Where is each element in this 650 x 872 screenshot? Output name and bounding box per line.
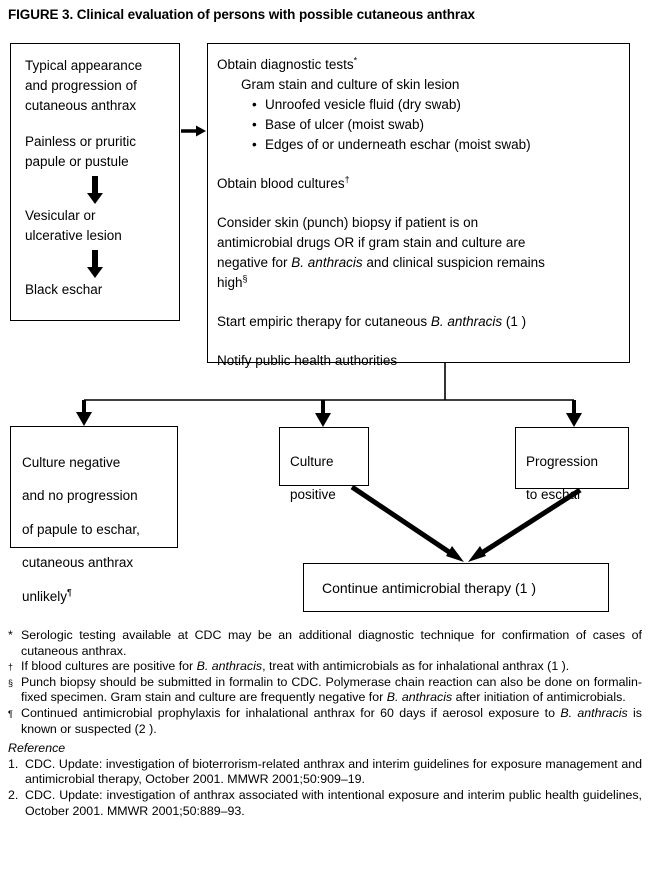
footnote-marker-pilcrow: ¶ bbox=[8, 708, 13, 719]
footnote-marker-asterisk: * bbox=[353, 55, 358, 66]
diagnostics-heading-text: Obtain diagnostic tests bbox=[217, 57, 354, 72]
progression-eschar-line-1: Progression bbox=[526, 453, 599, 469]
diagnostics-bullet-list: Unroofed vesicle fluid (dry swab) Base o… bbox=[217, 95, 620, 155]
continue-reference: (1 ) bbox=[515, 580, 536, 596]
empiric-prefix: Start empiric therapy for cutaneous bbox=[217, 314, 431, 329]
diagnostics-biopsy-line-4: high§ bbox=[217, 273, 620, 293]
diagnostics-subheading: Gram stain and culture of skin lesion bbox=[241, 77, 460, 92]
down-arrow-icon bbox=[25, 172, 165, 206]
diagnostics-notify: Notify public health authorities bbox=[217, 353, 398, 368]
footnote-pilcrow: ¶ Continued antimicrobial prophylaxis fo… bbox=[8, 706, 642, 737]
footnote-marker-pilcrow: ¶ bbox=[67, 587, 72, 597]
progression-line-1: Typical appearance bbox=[25, 58, 143, 73]
empiric-reference: (1 ) bbox=[502, 314, 527, 329]
culture-negative-line-1: Culture negative bbox=[22, 454, 121, 470]
footnote-asterisk: * Serologic testing available at CDC may… bbox=[8, 628, 642, 659]
footnote-text-suffix: is known or suspected (2 ). bbox=[21, 705, 642, 736]
reference-text: CDC. Update: investigation of anthrax as… bbox=[25, 787, 642, 818]
reference-number: 2. bbox=[8, 787, 19, 802]
footnote-text-prefix: If blood cultures are positive for bbox=[21, 659, 197, 674]
culture-negative-line-5: unlikely¶ bbox=[22, 587, 166, 607]
reference-number: 1. bbox=[8, 756, 19, 771]
progression-eschar-line-2: to eschar bbox=[526, 487, 582, 502]
reference-item: 2. CDC. Update: investigation of anthrax… bbox=[8, 788, 642, 819]
biopsy-line3-suffix: and clinical suspicion remains bbox=[362, 255, 545, 270]
footnote-text-prefix: Punch biopsy should be submitted in form… bbox=[21, 674, 642, 705]
biopsy-line3-species: B. anthracis bbox=[291, 255, 363, 270]
box-typical-appearance: Typical appearance and progression of cu… bbox=[10, 43, 180, 321]
diagnostics-heading: Obtain diagnostic tests* bbox=[217, 55, 620, 75]
diagnostics-empiric-therapy: Start empiric therapy for cutaneous B. a… bbox=[217, 312, 620, 332]
biopsy-line3-prefix: negative for bbox=[217, 255, 292, 270]
progression-stage2-line-1: Vesicular or bbox=[25, 208, 96, 223]
footnote-species: B. anthracis bbox=[196, 659, 263, 674]
progression-line-3: cutaneous anthrax bbox=[25, 98, 137, 113]
continue-text: Continue antimicrobial therapy bbox=[322, 580, 515, 596]
down-arrow-icon bbox=[25, 246, 165, 280]
box-obtain-diagnostic-tests: Obtain diagnostic tests* Gram stain and … bbox=[207, 43, 630, 368]
footnote-dagger: † If blood cultures are positive for B. … bbox=[8, 659, 642, 675]
diagnostics-biopsy-line-3: negative for B. anthracis and clinical s… bbox=[217, 253, 620, 273]
box-culture-positive: Culture positive bbox=[279, 427, 369, 502]
list-item: Edges of or underneath eschar (moist swa… bbox=[252, 135, 620, 155]
progression-line-2: and progression of bbox=[25, 78, 137, 93]
diagnostics-biopsy-line-2: antimicrobial drugs OR if gram stain and… bbox=[217, 235, 526, 250]
footnote-marker-section: § bbox=[242, 273, 248, 284]
footnote-text-prefix: Continued antimicrobial prophylaxis for … bbox=[21, 705, 561, 720]
footnote-species: B. anthracis bbox=[386, 690, 453, 705]
culture-negative-line-2: and no progression bbox=[22, 488, 138, 503]
culture-positive-line-1: Culture bbox=[290, 453, 334, 469]
culture-positive-line-2: positive bbox=[290, 487, 336, 502]
box-progression-to-eschar: Progression to eschar bbox=[515, 427, 629, 502]
progression-stage1-line-2: papule or pustule bbox=[25, 154, 129, 169]
reference-item: 1. CDC. Update: investigation of bioterr… bbox=[8, 757, 642, 788]
progression-stage3-line-1: Black eschar bbox=[25, 282, 103, 297]
progression-stage2-line-2: ulcerative lesion bbox=[25, 228, 122, 243]
culture-negative-line-4: cutaneous anthrax bbox=[22, 555, 134, 570]
diagnostics-biopsy-line-1: Consider skin (punch) biopsy if patient … bbox=[217, 215, 479, 230]
footnote-text: Serologic testing available at CDC may b… bbox=[21, 628, 642, 658]
reference-heading: Reference bbox=[8, 741, 66, 756]
footnote-marker-dagger: † bbox=[8, 662, 14, 673]
culture-negative-line-3: of papule to eschar, bbox=[22, 521, 140, 537]
empiric-species: B. anthracis bbox=[430, 314, 503, 329]
footnotes-section: * Serologic testing available at CDC may… bbox=[8, 628, 642, 819]
list-item: Base of ulcer (moist swab) bbox=[252, 115, 620, 135]
footnote-species: B. anthracis bbox=[560, 705, 628, 720]
biopsy-line4-text: high bbox=[217, 275, 243, 290]
list-item: Unroofed vesicle fluid (dry swab) bbox=[252, 95, 620, 115]
box-continue-antimicrobial-therapy: Continue antimicrobial therapy (1 ) bbox=[303, 563, 609, 612]
blood-cultures-text: Obtain blood cultures bbox=[217, 176, 345, 191]
footnote-marker-section: § bbox=[8, 677, 14, 688]
footnote-text-suffix: after initiation of antimicrobials. bbox=[452, 690, 626, 705]
flowchart-diagram: Typical appearance and progression of cu… bbox=[0, 0, 650, 625]
reference-text: CDC. Update: investigation of bioterrori… bbox=[25, 756, 642, 787]
box-culture-negative: Culture negative and no progression of p… bbox=[10, 426, 178, 604]
culture-negative-line5-text: unlikely bbox=[22, 588, 68, 604]
progression-stage1-line-1: Painless or pruritic bbox=[25, 134, 137, 149]
footnote-section: § Punch biopsy should be submitted in fo… bbox=[8, 675, 642, 706]
footnote-marker-dagger: † bbox=[344, 174, 350, 185]
diagnostics-blood-cultures: Obtain blood cultures† bbox=[217, 174, 620, 194]
footnote-marker-asterisk: * bbox=[8, 628, 13, 642]
figure-title: FIGURE 3. Clinical evaluation of persons… bbox=[8, 7, 475, 22]
footnote-text-suffix: , treat with antimicrobials as for inhal… bbox=[262, 659, 570, 674]
continue-box-text: Continue antimicrobial therapy (1 ) bbox=[304, 564, 608, 612]
